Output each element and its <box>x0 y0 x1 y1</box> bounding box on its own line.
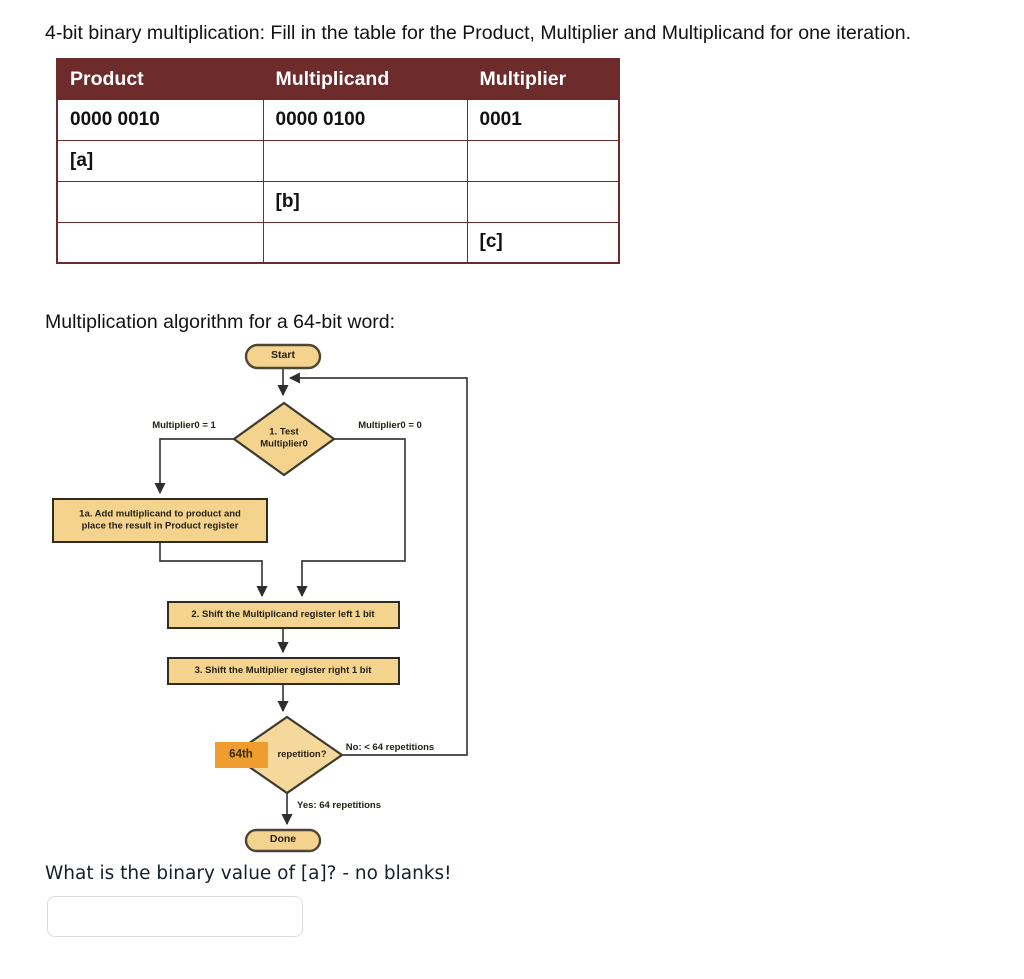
header-multiplicand: Multiplicand <box>262 58 468 100</box>
cell-placeholder-a: [a] <box>56 139 264 182</box>
repetition-highlight-shape <box>215 742 268 768</box>
repetition-highlight: 64th <box>229 748 253 761</box>
decision1-node: 1. Test Multiplier0 <box>260 427 308 452</box>
box2-shape <box>167 601 400 629</box>
question-text: What is the binary value of [a]? - no bl… <box>45 863 452 884</box>
done-node: Done <box>269 833 297 846</box>
box2-node: 2. Shift the Multiplicand register left … <box>191 608 375 620</box>
table-row: [c] <box>56 221 620 264</box>
box3-shape <box>167 657 400 685</box>
header-multiplier: Multiplier <box>466 58 620 100</box>
box1a-line1: 1a. Add multiplicand to product and <box>79 508 241 520</box>
flowchart-graphic <box>52 343 468 853</box>
cell-multiplicand-row1: 0000 0100 <box>262 98 468 141</box>
box1a-shape <box>52 498 268 543</box>
box3-node: 3. Shift the Multiplier register right 1… <box>194 664 372 676</box>
cell-multiplicand-row4 <box>262 221 468 264</box>
decision1-line1: 1. Test <box>269 426 299 438</box>
cell-multiplicand-row2 <box>262 139 468 182</box>
table-row: [a] <box>56 139 620 182</box>
cell-multiplier-row3 <box>466 180 620 223</box>
table-header-row: Product Multiplicand Multiplier <box>56 58 620 100</box>
table-row: 0000 0010 0000 0100 0001 <box>56 98 620 141</box>
branch-left-label: Multiplier0 = 1 <box>152 419 216 431</box>
cell-product-row4 <box>56 221 264 264</box>
cell-placeholder-b: [b] <box>262 180 468 223</box>
multiplication-flowchart: Start 1. Test Multiplier0 Multiplier0 = … <box>40 335 490 860</box>
branch-right-label: Multiplier0 = 0 <box>358 419 422 431</box>
yes-branch-label: Yes: 64 repetitions <box>297 799 381 811</box>
box1a-line2: place the result in Product register <box>81 521 239 532</box>
cell-product-row3 <box>56 180 264 223</box>
cell-product-row1: 0000 0010 <box>56 98 264 141</box>
answer-input[interactable] <box>47 896 303 937</box>
cell-placeholder-c: [c] <box>466 221 620 264</box>
box1a-node: 1a. Add multiplicand to product and plac… <box>79 509 241 534</box>
page-title: 4-bit binary multiplication: Fill in the… <box>45 22 912 44</box>
header-product: Product <box>56 58 264 100</box>
cell-multiplier-row1: 0001 <box>466 98 620 141</box>
table-row: [b] <box>56 180 620 223</box>
algorithm-heading: Multiplication algorithm for a 64-bit wo… <box>45 311 396 333</box>
decision2-node: repetition? <box>277 748 327 760</box>
start-node: Start <box>271 349 295 362</box>
decision1-line2: Multiplier0 <box>260 439 308 450</box>
decision1-diamond-shape <box>232 401 336 477</box>
iteration-table: Product Multiplicand Multiplier 0000 001… <box>56 58 620 264</box>
start-oval-shape <box>244 343 322 370</box>
no-branch-label: No: < 64 repetitions <box>345 741 435 753</box>
cell-multiplier-row2 <box>466 139 620 182</box>
done-oval-shape <box>244 828 322 853</box>
